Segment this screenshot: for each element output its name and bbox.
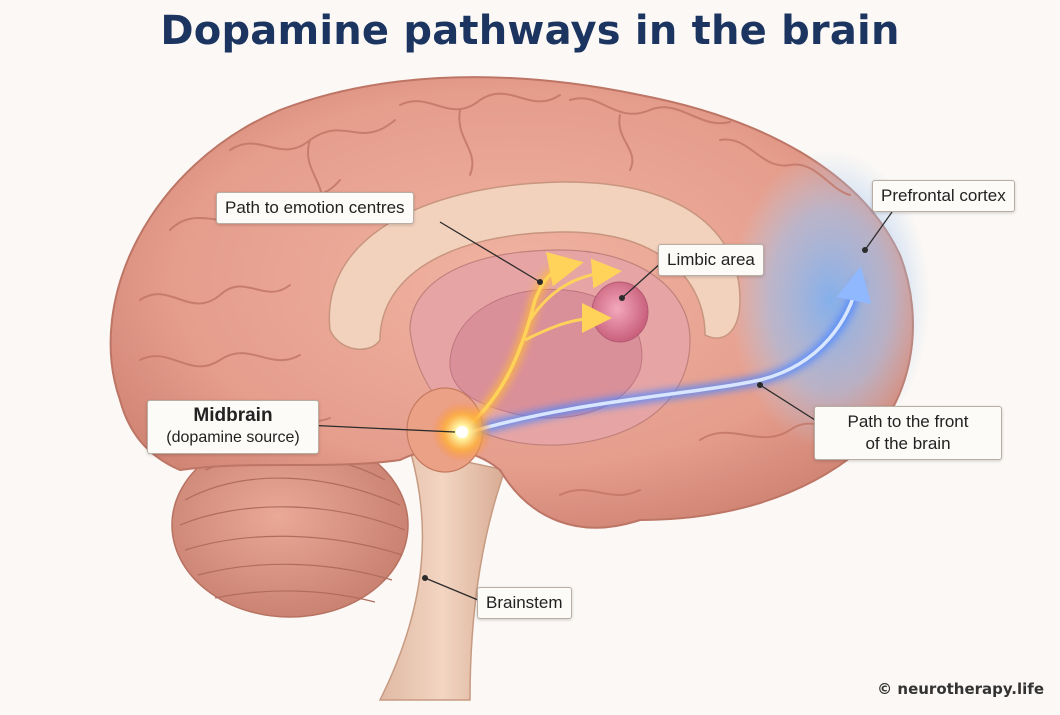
leader-lines xyxy=(304,211,893,601)
label-front-path: Path to the front of the brain xyxy=(814,406,1002,460)
limbic-area-shape xyxy=(591,281,649,343)
label-midbrain-subtext: (dopamine source) xyxy=(166,429,300,446)
label-emotion-path: Path to emotion centres xyxy=(216,192,414,224)
label-limbic-area-text: Limbic area xyxy=(667,250,755,269)
label-midbrain-text: Midbrain xyxy=(193,405,273,426)
brainstem-shape xyxy=(378,449,506,701)
label-prefrontal-cortex-text: Prefrontal cortex xyxy=(881,186,1006,205)
label-front-path-line2: of the brain xyxy=(865,434,951,453)
label-limbic-area: Limbic area xyxy=(658,244,764,276)
limbic-pathway xyxy=(458,251,622,436)
label-brainstem: Brainstem xyxy=(477,587,572,619)
label-midbrain: Midbrain (dopamine source) xyxy=(147,400,319,454)
label-front-path-line1: Path to the front xyxy=(847,412,969,431)
frontal-pathway xyxy=(468,266,872,437)
label-prefrontal-cortex: Prefrontal cortex xyxy=(872,180,1015,212)
diagram-title: Dopamine pathways in the brain xyxy=(160,8,900,54)
label-brainstem-text: Brainstem xyxy=(486,593,563,612)
copyright-notice: © neurotherapy.life xyxy=(877,680,1044,698)
label-emotion-path-text: Path to emotion centres xyxy=(225,198,405,217)
corpus-callosum xyxy=(328,181,741,350)
